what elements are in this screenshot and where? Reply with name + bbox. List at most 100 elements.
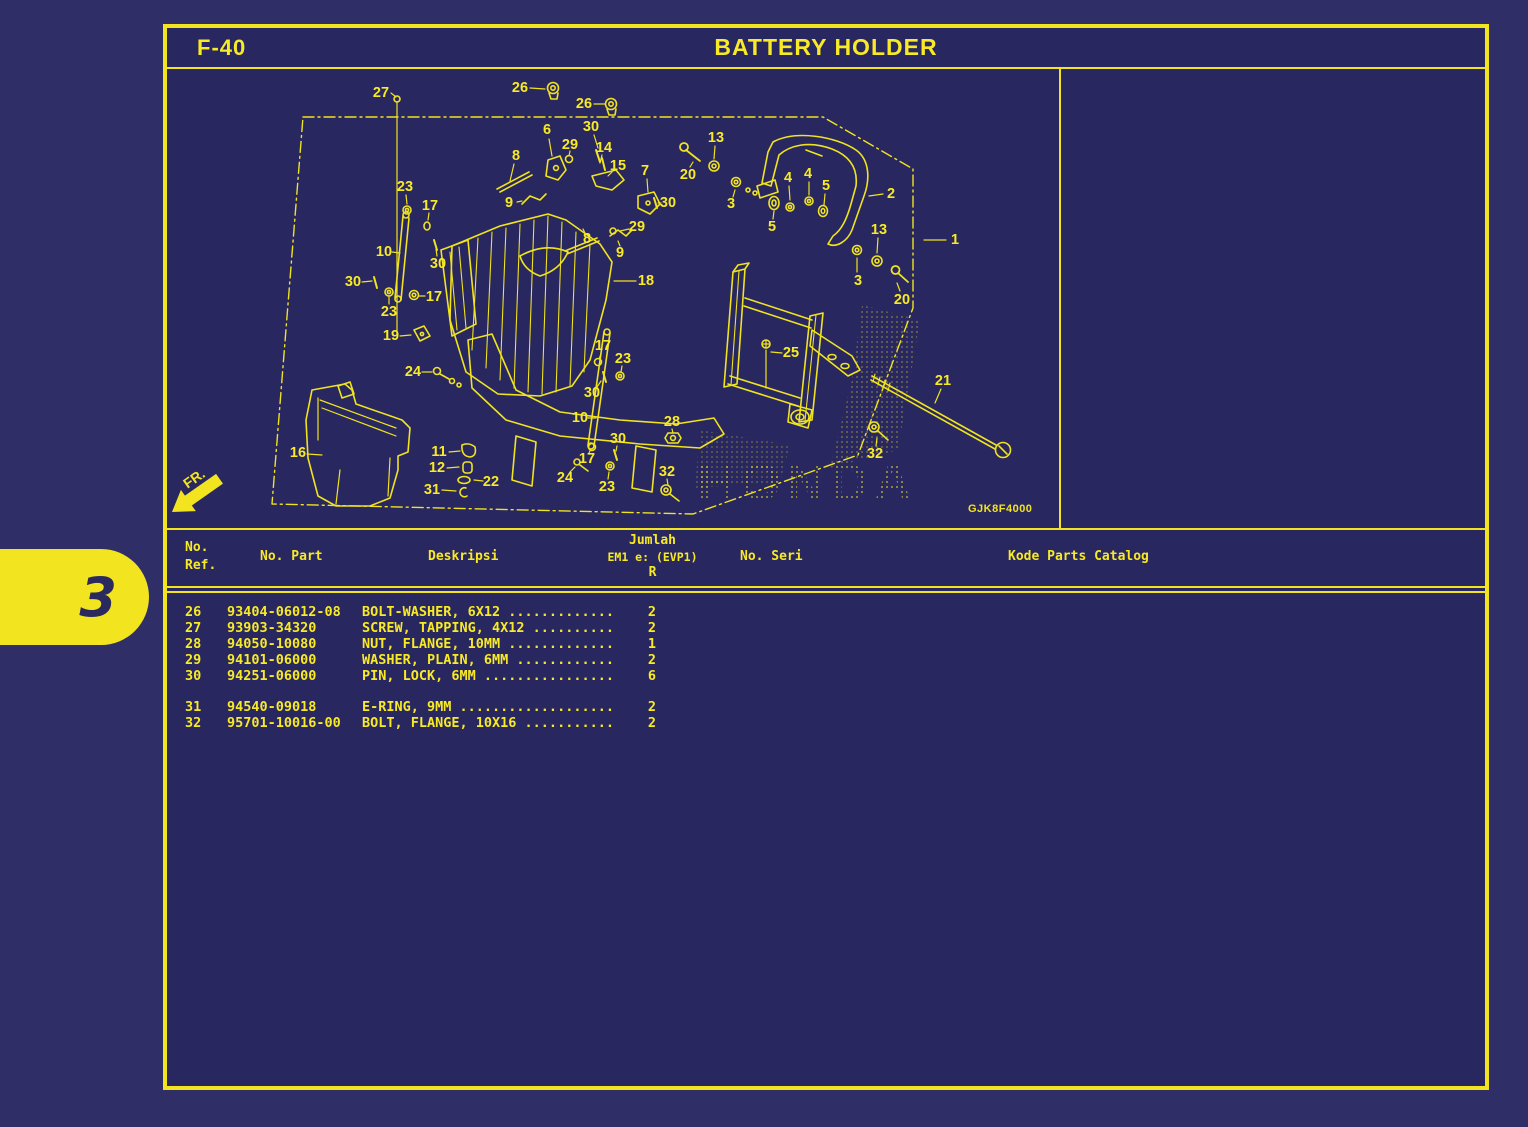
diagram-area: HONDA (167, 69, 1485, 528)
callout-30: 30 (344, 274, 362, 290)
part-description: E-RING, 9MM ................... (362, 699, 614, 715)
callout-19: 19 (382, 328, 400, 344)
callout-4: 4 (783, 170, 793, 186)
callout-29: 29 (628, 219, 646, 235)
part-number: 94050-10080 (227, 636, 317, 652)
callout-2: 2 (886, 186, 896, 202)
callout-17: 17 (594, 338, 612, 354)
part-qty: 2 (647, 699, 657, 715)
part-ref: 29 (185, 652, 202, 668)
callout-3: 3 (853, 273, 863, 289)
section-tab[interactable]: 3 (0, 549, 149, 645)
diagram-code: GJK8F4000 (968, 503, 1033, 515)
callout-22: 22 (482, 474, 500, 490)
callout-30: 30 (659, 195, 677, 211)
column-ref: No. Ref. (185, 540, 217, 573)
callout-24: 24 (404, 364, 422, 380)
callout-32: 32 (658, 464, 676, 480)
callout-16: 16 (289, 445, 307, 461)
part-description: PIN, LOCK, 6MM ................ (362, 668, 614, 684)
callout-9: 9 (615, 245, 625, 261)
header-rule-2 (167, 591, 1485, 593)
callout-26: 26 (511, 80, 529, 96)
callout-5: 5 (821, 178, 831, 194)
column-catalog: Kode Parts Catalog (1008, 549, 1149, 564)
leader-lines (306, 87, 947, 492)
column-qty: Jumlah EM1 e: (EVP1) R (607, 533, 698, 580)
part-description: BOLT, FLANGE, 10X16 ........... (362, 715, 614, 731)
part-qty: 6 (647, 668, 657, 684)
table-row[interactable]: 32 95701-10016-00 BOLT, FLANGE, 10X16 ....… (167, 715, 1485, 731)
table-row[interactable]: 26 93404-06012-08 BOLT-WASHER, 6X12 ......… (167, 604, 1485, 620)
column-seri: No. Seri (740, 549, 803, 564)
part-qty: 2 (647, 652, 657, 668)
callout-24: 24 (556, 470, 574, 486)
callout-23: 23 (614, 351, 632, 367)
part-description: WASHER, PLAIN, 6MM ............ (362, 652, 614, 668)
callout-9: 9 (504, 195, 514, 211)
page-code: F-40 (197, 34, 247, 60)
part-ref: 27 (185, 620, 202, 636)
fr-arrow-icon: FR. (172, 465, 223, 512)
catalog-frame: F-40 BATTERY HOLDER HONDA (163, 24, 1489, 1090)
part-description: SCREW, TAPPING, 4X12 .......... (362, 620, 614, 636)
callout-1: 1 (950, 232, 960, 248)
callout-20: 20 (893, 292, 911, 308)
part-number: 94251-06000 (227, 668, 317, 684)
callout-3: 3 (726, 196, 736, 212)
table-row[interactable]: 30 94251-06000 PIN, LOCK, 6MM ............… (167, 668, 1485, 684)
part-qty: 2 (647, 715, 657, 731)
header-rule-1 (167, 586, 1485, 588)
part-ref: 26 (185, 604, 202, 620)
callout-23: 23 (598, 479, 616, 495)
callout-17: 17 (425, 289, 443, 305)
boundary-line (271, 116, 914, 515)
callout-30: 30 (582, 119, 600, 135)
callout-6: 6 (542, 122, 552, 138)
callout-23: 23 (396, 179, 414, 195)
part-number: 94540-09018 (227, 699, 317, 715)
table-row[interactable]: 31 94540-09018 E-RING, 9MM ...............… (167, 699, 1485, 715)
table-row[interactable]: 29 94101-06000 WASHER, PLAIN, 6MM ........… (167, 652, 1485, 668)
part-description: BOLT-WASHER, 6X12 ............. (362, 604, 614, 620)
part-qty: 2 (647, 604, 657, 620)
callout-20: 20 (679, 167, 697, 183)
part-number: 95701-10016-00 (227, 715, 341, 731)
callout-15: 15 (609, 158, 627, 174)
section-tab-label: 3 (79, 565, 117, 629)
page-header: F-40 BATTERY HOLDER (167, 28, 1485, 69)
halftone-shading: HONDA (695, 305, 920, 512)
callout-28: 28 (663, 414, 681, 430)
callout-32: 32 (866, 446, 884, 462)
callout-17: 17 (421, 198, 439, 214)
page-title: BATTERY HOLDER (714, 34, 938, 60)
table-header: No. Ref. No. Part Deskripsi Jumlah EM1 e… (167, 528, 1485, 586)
part-qty: 2 (647, 620, 657, 636)
callout-26: 26 (575, 96, 593, 112)
part-qty: 1 (647, 636, 657, 652)
part-ref: 30 (185, 668, 202, 684)
part-number: 94101-06000 (227, 652, 317, 668)
part-number: 93903-34320 (227, 620, 317, 636)
part-ref: 32 (185, 715, 202, 731)
part-ref: 31 (185, 699, 202, 715)
callout-8: 8 (511, 148, 521, 164)
callout-12: 12 (428, 460, 446, 476)
exploded-diagram: HONDA (172, 81, 1012, 515)
callout-25: 25 (782, 345, 800, 361)
table-row[interactable]: 27 93903-34320 SCREW, TAPPING, 4X12 ......… (167, 620, 1485, 636)
callout-13: 13 (870, 222, 888, 238)
callout-30: 30 (429, 256, 447, 272)
callout-10: 10 (571, 410, 589, 426)
column-part: No. Part (260, 549, 323, 564)
callout-4: 4 (803, 166, 813, 182)
part-description: NUT, FLANGE, 10MM ............. (362, 636, 614, 652)
callout-29: 29 (561, 137, 579, 153)
callout-14: 14 (595, 140, 613, 156)
honda-watermark: HONDA (697, 454, 918, 512)
part-number: 93404-06012-08 (227, 604, 341, 620)
callout-23: 23 (380, 304, 398, 320)
